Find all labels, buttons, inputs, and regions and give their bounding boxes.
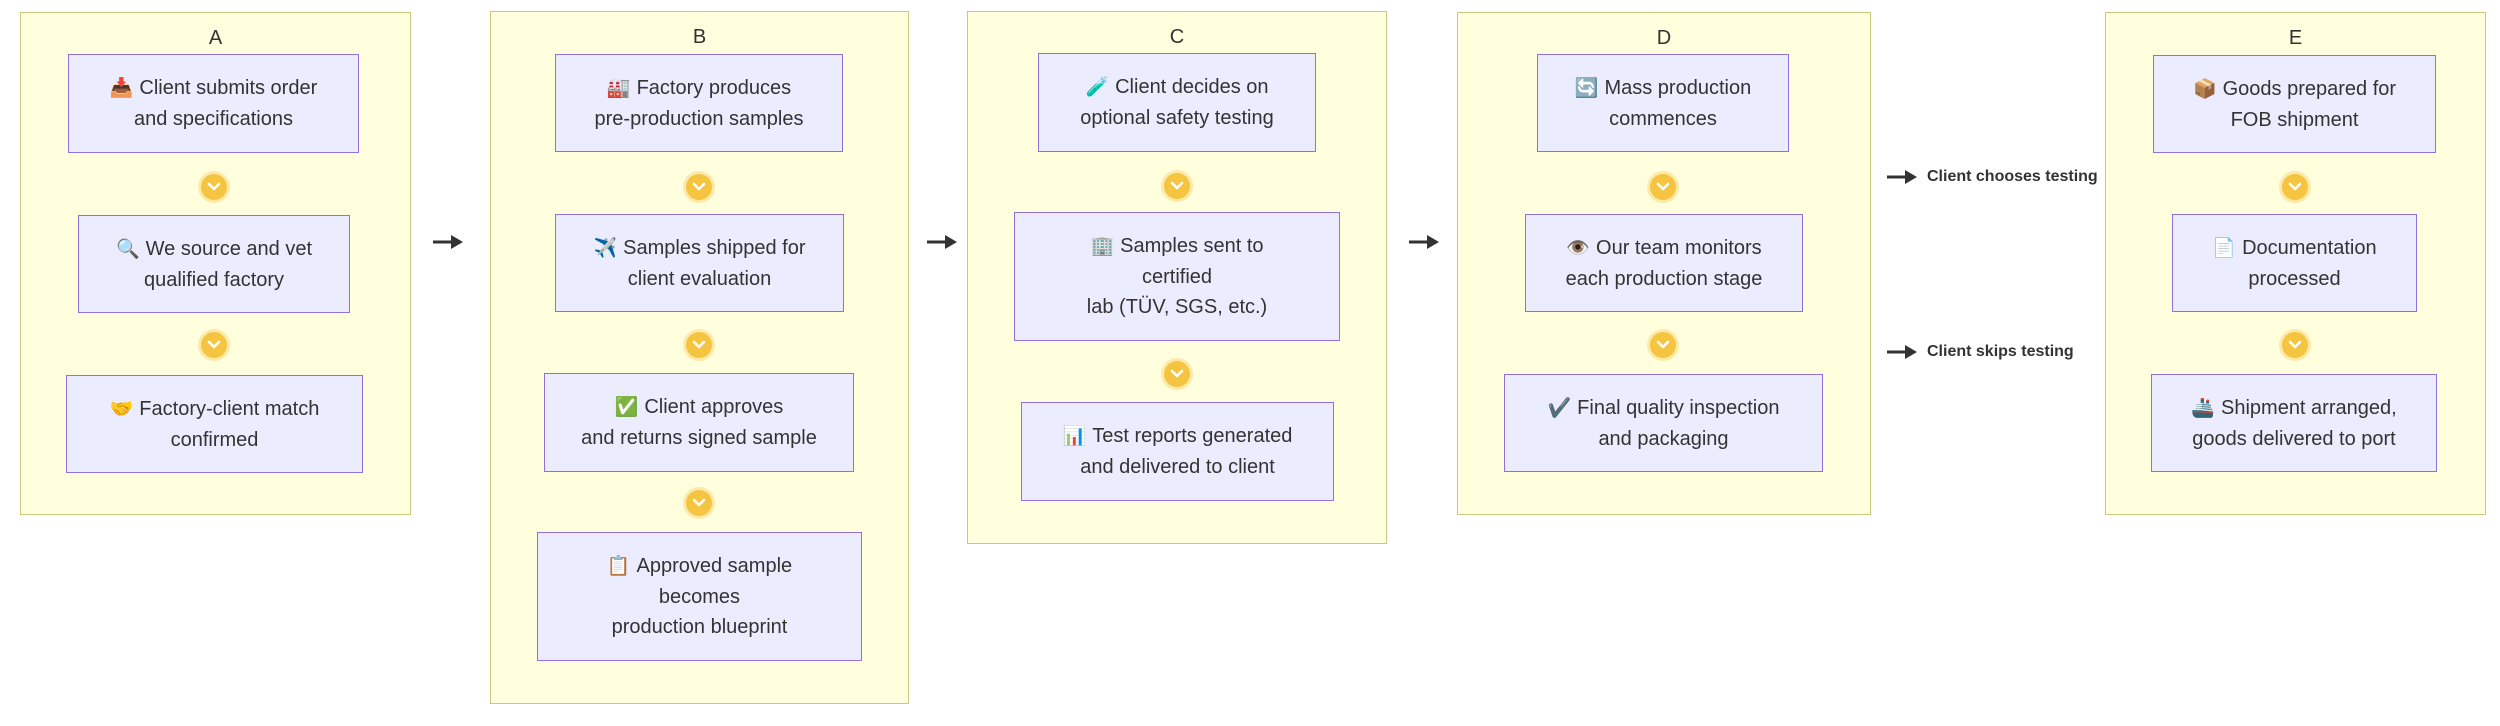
- process-step-box: 📦Goods prepared for FOB shipment: [2153, 55, 2436, 153]
- step-emoji-icon: 🔍: [115, 238, 140, 260]
- step-text: 🚢Shipment arranged, goods delivered to p…: [2191, 393, 2396, 454]
- branch-label: Client chooses testing: [1927, 168, 2098, 185]
- chevron-down-icon: [686, 174, 712, 200]
- process-step-box: 👁️Our team monitors each production stag…: [1525, 214, 1803, 312]
- lane-title: D: [1656, 27, 1672, 49]
- step-label: Client submits order and specifications: [134, 77, 318, 130]
- step-label: Final quality inspection and packaging: [1577, 396, 1780, 450]
- flow-arrow-right-icon: [433, 233, 463, 256]
- step-text: 🏭Factory produces pre-production samples: [595, 73, 804, 134]
- step-label: Test reports generated and delivered to …: [1080, 425, 1293, 478]
- process-step-box: 🏭Factory produces pre-production samples: [555, 54, 843, 152]
- step-text: 🤝Factory-client match confirmed: [110, 394, 320, 455]
- step-emoji-icon: 📄: [2212, 237, 2237, 259]
- chevron-down-icon: [200, 332, 227, 358]
- chevron-down-icon: [686, 490, 712, 516]
- step-text: 🔄Mass production commences: [1575, 73, 1751, 134]
- step-label: Client decides on optional safety testin…: [1080, 76, 1274, 129]
- step-emoji-icon: 👁️: [1566, 237, 1591, 259]
- process-step-box: 🔍We source and vet qualified factory: [78, 215, 350, 313]
- chevron-down-icon: [686, 332, 712, 358]
- step-emoji-icon: 🏭: [606, 77, 631, 99]
- lane-title: E: [2288, 27, 2303, 49]
- step-emoji-icon: 📋: [606, 556, 631, 577]
- step-emoji-icon: 🚢: [2191, 397, 2215, 419]
- step-emoji-icon: ✅: [614, 397, 639, 418]
- chevron-down-icon: [1650, 174, 1676, 200]
- step-emoji-icon: 🧪: [1085, 77, 1110, 98]
- chevron-down-icon: [1650, 332, 1676, 358]
- step-text: ✔️Final quality inspection and packaging: [1547, 393, 1779, 454]
- step-label: Our team monitors each production stage: [1565, 236, 1763, 290]
- step-text: ✈️Samples shipped for client evaluation: [594, 233, 806, 294]
- step-text: 👁️Our team monitors each production stag…: [1566, 233, 1763, 294]
- step-label: Samples shipped for client evaluation: [623, 236, 806, 290]
- lane-title: A: [208, 27, 223, 49]
- arrow-right-icon: [1887, 170, 1917, 184]
- step-text: 📋Approved sample becomes production blue…: [607, 551, 792, 642]
- arrow-right-icon: [1887, 345, 1917, 359]
- process-step-box: 📥Client submits order and specifications: [68, 54, 359, 153]
- flow-arrow-right-icon: [1409, 233, 1439, 256]
- step-emoji-icon: ✔️: [1547, 397, 1572, 419]
- step-label: We source and vet qualified factory: [143, 237, 313, 291]
- process-step-box: 🤝Factory-client match confirmed: [66, 375, 363, 473]
- step-label: Factory-client match confirmed: [139, 397, 320, 451]
- step-label: Samples sent to certified lab (TÜV, SGS,…: [1086, 235, 1268, 318]
- chevron-down-icon: [1164, 173, 1190, 199]
- step-emoji-icon: 🤝: [109, 398, 134, 420]
- step-emoji-icon: ✈️: [593, 237, 618, 259]
- step-text: 📦Goods prepared for FOB shipment: [2193, 74, 2396, 135]
- step-emoji-icon: 📥: [109, 78, 134, 99]
- chevron-down-icon: [200, 174, 227, 200]
- process-step-box: 📋Approved sample becomes production blue…: [537, 532, 862, 661]
- process-step-box: ✅Client approves and returns signed samp…: [544, 373, 854, 472]
- branch-arrow: Client chooses testing: [1887, 168, 2098, 186]
- step-label: Mass production commences: [1604, 76, 1752, 130]
- branch-arrow: Client skips testing: [1887, 343, 2074, 361]
- step-label: Factory produces pre-production samples: [594, 76, 804, 130]
- step-text: 🔍We source and vet qualified factory: [116, 234, 312, 295]
- step-text: 🧪Client decides on optional safety testi…: [1080, 72, 1273, 133]
- step-text: 🏢Samples sent to certified lab (TÜV, SGS…: [1087, 231, 1267, 322]
- chevron-down-icon: [2281, 332, 2308, 358]
- process-step-box: 🏢Samples sent to certified lab (TÜV, SGS…: [1014, 212, 1340, 341]
- step-emoji-icon: 📦: [2192, 78, 2217, 100]
- process-step-box: ✔️Final quality inspection and packaging: [1504, 374, 1823, 472]
- step-text: 📄Documentation processed: [2212, 233, 2376, 294]
- process-step-box: 🚢Shipment arranged, goods delivered to p…: [2151, 374, 2437, 472]
- step-label: Client approves and returns signed sampl…: [581, 396, 817, 449]
- lane-title: C: [1169, 26, 1185, 48]
- process-step-box: 🔄Mass production commences: [1537, 54, 1789, 152]
- step-label: Shipment arranged, goods delivered to po…: [2192, 396, 2397, 450]
- step-emoji-icon: 🏢: [1090, 236, 1115, 257]
- step-text: 📊Test reports generated and delivered to…: [1063, 421, 1293, 482]
- step-text: ✅Client approves and returns signed samp…: [581, 392, 817, 453]
- step-label: Approved sample becomes production bluep…: [611, 555, 793, 638]
- process-step-box: 📊Test reports generated and delivered to…: [1021, 402, 1334, 501]
- process-step-box: 📄Documentation processed: [2172, 214, 2417, 312]
- process-step-box: ✈️Samples shipped for client evaluation: [555, 214, 844, 312]
- step-emoji-icon: 🔄: [1574, 77, 1599, 99]
- flow-arrow-right-icon: [927, 233, 957, 256]
- step-text: 📥Client submits order and specifications: [110, 73, 318, 134]
- step-label: Documentation processed: [2242, 236, 2377, 290]
- step-label: Goods prepared for FOB shipment: [2222, 77, 2397, 131]
- lane-title: B: [692, 26, 707, 48]
- branch-label: Client skips testing: [1927, 343, 2074, 360]
- process-step-box: 🧪Client decides on optional safety testi…: [1038, 53, 1316, 152]
- chevron-down-icon: [1164, 361, 1190, 387]
- chevron-down-icon: [2281, 174, 2308, 200]
- step-emoji-icon: 📊: [1062, 426, 1087, 447]
